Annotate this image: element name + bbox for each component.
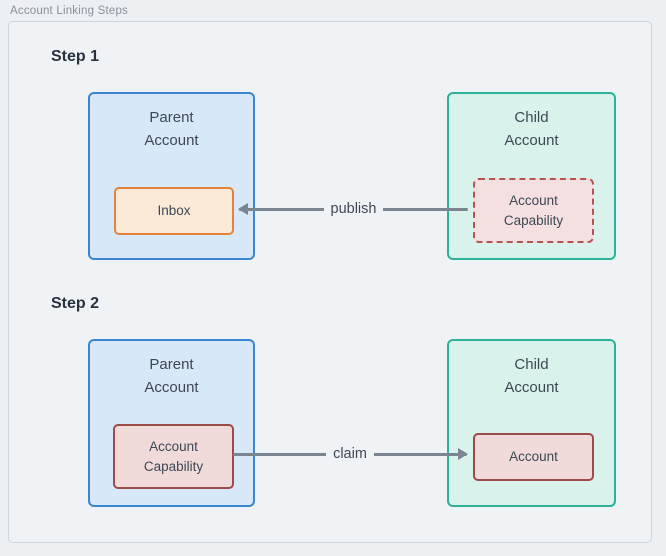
child-account-title: Child Account [504, 109, 559, 149]
step-1-heading: Step 1 [51, 48, 100, 65]
claim-arrow: claim [233, 443, 468, 465]
account-linking-panel: Step 1 Parent Account Inbox Child Accoun… [8, 21, 652, 543]
step-2-parent-account-box: Parent Account Account Capability [88, 339, 255, 507]
arrowhead-left-icon [238, 203, 248, 215]
step-1-parent-account-box: Parent Account Inbox [88, 92, 255, 260]
step-2-heading: Step 2 [51, 295, 100, 312]
step-1-child-account-box: Child Account Account Capability [447, 92, 616, 260]
account-capability-dashed-box: Account Capability [473, 178, 594, 243]
parent-account-title: Parent Account [144, 109, 199, 149]
inbox-box: Inbox [114, 187, 234, 235]
arrowhead-right-icon [458, 448, 468, 460]
parent-account-title: Parent Account [144, 356, 199, 396]
step-2-child-account-box: Child Account Account [447, 339, 616, 507]
diagram-title: Account Linking Steps [10, 5, 128, 17]
account-capability-box: Account Capability [113, 424, 234, 489]
publish-arrow-label: publish [323, 201, 384, 217]
publish-arrow: publish [238, 198, 468, 220]
claim-arrow-label: claim [326, 446, 374, 462]
account-box: Account [473, 433, 594, 481]
child-account-title: Child Account [504, 356, 559, 396]
